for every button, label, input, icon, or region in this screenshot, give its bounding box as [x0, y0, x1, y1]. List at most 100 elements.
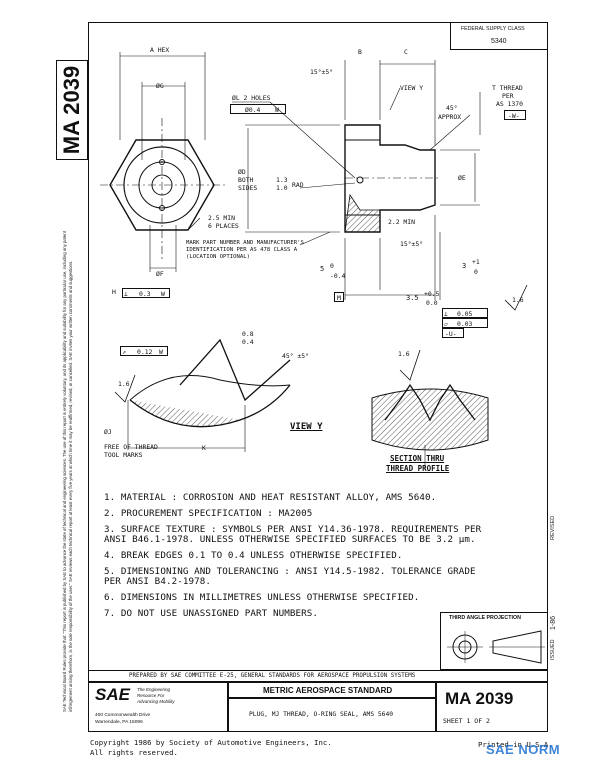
note-2: 2. PROCUREMENT SPECIFICATION : MA2005	[104, 508, 313, 519]
label-mark-note-3: (LOCATION OPTIONAL)	[186, 254, 250, 260]
perp-icon: ⊥	[124, 290, 128, 298]
label-five-tol-top: 0	[330, 262, 334, 270]
label-dim-04: 0.4	[242, 338, 254, 346]
address-2: Warrendale, PA 15096	[95, 720, 143, 725]
label-sides: SIDES	[238, 184, 258, 192]
label-t-datum: -W-	[508, 112, 520, 120]
label-finish-16c: 1.6	[118, 380, 130, 388]
label-dim-35-bot: 0.0	[426, 299, 438, 307]
label-places-6: 6 PLACES	[208, 222, 239, 230]
label-w: W	[161, 290, 165, 298]
number-block: MA 2039 SHEET 1 OF 2	[436, 682, 548, 732]
label-t-spec: AS 1370	[496, 100, 523, 108]
label-mark-note-2: IDENTIFICATION PER AS 478 CLASS A	[186, 247, 298, 253]
fsc-label: FEDERAL SUPPLY CLASS	[461, 26, 525, 32]
flatness-icon: ▱	[444, 320, 448, 328]
copyright-1: Copyright 1986 by Society of Automotive …	[90, 738, 332, 747]
label-w-2: W	[159, 348, 163, 356]
label-min-25: 2.5 MIN	[208, 214, 235, 222]
label-g: ØG	[156, 82, 164, 90]
label-finish-16a: 1.6	[512, 296, 524, 304]
hex-hole	[159, 159, 165, 165]
label-b: B	[358, 48, 362, 56]
note-4: 4. BREAK EDGES 0.1 TO 0.4 UNLESS OTHERWI…	[104, 550, 403, 561]
label-three-tol-top: +1	[472, 258, 480, 266]
label-free-thread: FREE OF THREAD	[104, 443, 158, 451]
t-datum-frame: -W-	[504, 110, 526, 120]
perp-03-frame: ⊥ 0.3 W	[122, 288, 170, 298]
projection-box: THIRD ANGLE PROJECTION	[440, 612, 548, 670]
label-section: SECTION THRU	[390, 454, 445, 463]
label-five: 5	[320, 265, 325, 273]
label-view-y: VIEW Y	[290, 422, 323, 432]
label-finish-16b: 1.6	[398, 350, 410, 358]
logo-tag-1: The Engineering	[137, 687, 171, 692]
label-k: K	[202, 444, 206, 452]
label-f: ØF	[156, 270, 164, 278]
label-t-per: PER	[502, 92, 514, 100]
part-title: PLUG, MJ THREAD, O-RING SEAL, AMS 5640	[249, 711, 394, 718]
label-perp-005: 0.05	[457, 310, 473, 318]
perp-icon-2: ⊥	[444, 310, 448, 318]
label-l-holes: ØL 2 HOLES	[232, 94, 271, 102]
copyright-2: All rights reserved.	[90, 748, 178, 757]
label-tool-marks: TOOL MARKS	[104, 451, 143, 459]
l-holes-frame: Ø0.4 W	[230, 104, 286, 114]
label-both: BOTH	[238, 176, 254, 184]
label-rad-bot: 1.0	[276, 184, 288, 192]
title-number: MA 2039	[445, 689, 514, 708]
label-j: ØJ	[104, 428, 112, 436]
document-number-tab: MA 2039	[56, 60, 88, 160]
label-h: H	[112, 288, 116, 296]
fsc-value: 5340	[491, 38, 507, 45]
label-angle-45b: 45° ±5°	[282, 352, 309, 360]
label-t-thread: T THREAD	[492, 84, 523, 92]
projection-symbol-icon	[447, 630, 545, 664]
label-five-tol-bot: -0.4	[330, 272, 346, 280]
label-u-datum: -U-	[445, 330, 457, 338]
label-c: C	[404, 48, 408, 56]
sae-logo-block: SAE The Engineering Resource For Advanci…	[88, 682, 228, 732]
label-mark-note-1: MARK PART NUMBER AND MANUFACTURER'S	[186, 240, 304, 246]
label-rad: RAD	[292, 181, 304, 189]
label-dim-35-top: +0.5	[424, 290, 440, 298]
note-3-cont: ANSI B46.1-1978. UNLESS OTHERWISE SPECIF…	[104, 534, 476, 545]
logo-tag-2: Resource For	[137, 693, 165, 698]
m-datum-frame: M	[334, 292, 344, 302]
label-e: ØE	[458, 174, 466, 182]
note-5: 5. DIMENSIONING AND TOLERANCING : ANSI Y…	[104, 566, 476, 577]
issued-date: 1-86	[550, 615, 557, 630]
label-min-22: 2.2 MIN	[388, 218, 415, 226]
label-perp-03: 0.3	[139, 290, 151, 298]
standard-type-block: METRIC AEROSPACE STANDARD	[228, 682, 436, 698]
label-angle-top: 15°±5°	[310, 68, 334, 76]
label-dim-35: 3.5	[406, 294, 419, 302]
perp-005-frame: ⊥ 0.05	[442, 308, 488, 318]
note-3: 3. SURFACE TEXTURE : SYMBOLS PER ANSI Y1…	[104, 524, 482, 535]
label-d: ØD	[238, 168, 246, 176]
label-angle-15b: 15°±5°	[400, 240, 424, 248]
address-1: 400 Commonwealth Drive	[95, 713, 151, 718]
label-flat-003: 0.03	[457, 320, 473, 328]
standard-type: METRIC AEROSPACE STANDARD	[263, 686, 393, 695]
u-datum-frame: -U-	[442, 328, 464, 338]
label-dim-08: 0.8	[242, 330, 254, 338]
runout-icon: ↗	[122, 348, 126, 356]
label-three-tol-bot: 0	[474, 268, 478, 276]
label-rad-top: 1.3	[276, 176, 288, 184]
projection-label: THIRD ANGLE PROJECTION	[449, 615, 521, 621]
revised-label: REVISED	[550, 515, 556, 540]
label-three: 3	[462, 262, 467, 270]
federal-supply-class-box: FEDERAL SUPPLY CLASS 5340	[450, 22, 548, 50]
issued-label: ISSUED	[550, 639, 556, 660]
printed-in: Printed in U.S.A.	[478, 740, 553, 749]
label-angle-45: 45°	[446, 104, 458, 112]
logo-tag-3: Advancing Mobility	[137, 699, 175, 704]
watermark: SAE NORM	[486, 742, 561, 757]
label-a-hex: A HEX	[150, 46, 170, 54]
label-runout-012: 0.12	[137, 348, 153, 356]
label-l-datum: W	[275, 106, 279, 114]
sheet-number: SHEET 1 OF 2	[443, 717, 490, 725]
label-approx: APPROX	[438, 113, 462, 121]
